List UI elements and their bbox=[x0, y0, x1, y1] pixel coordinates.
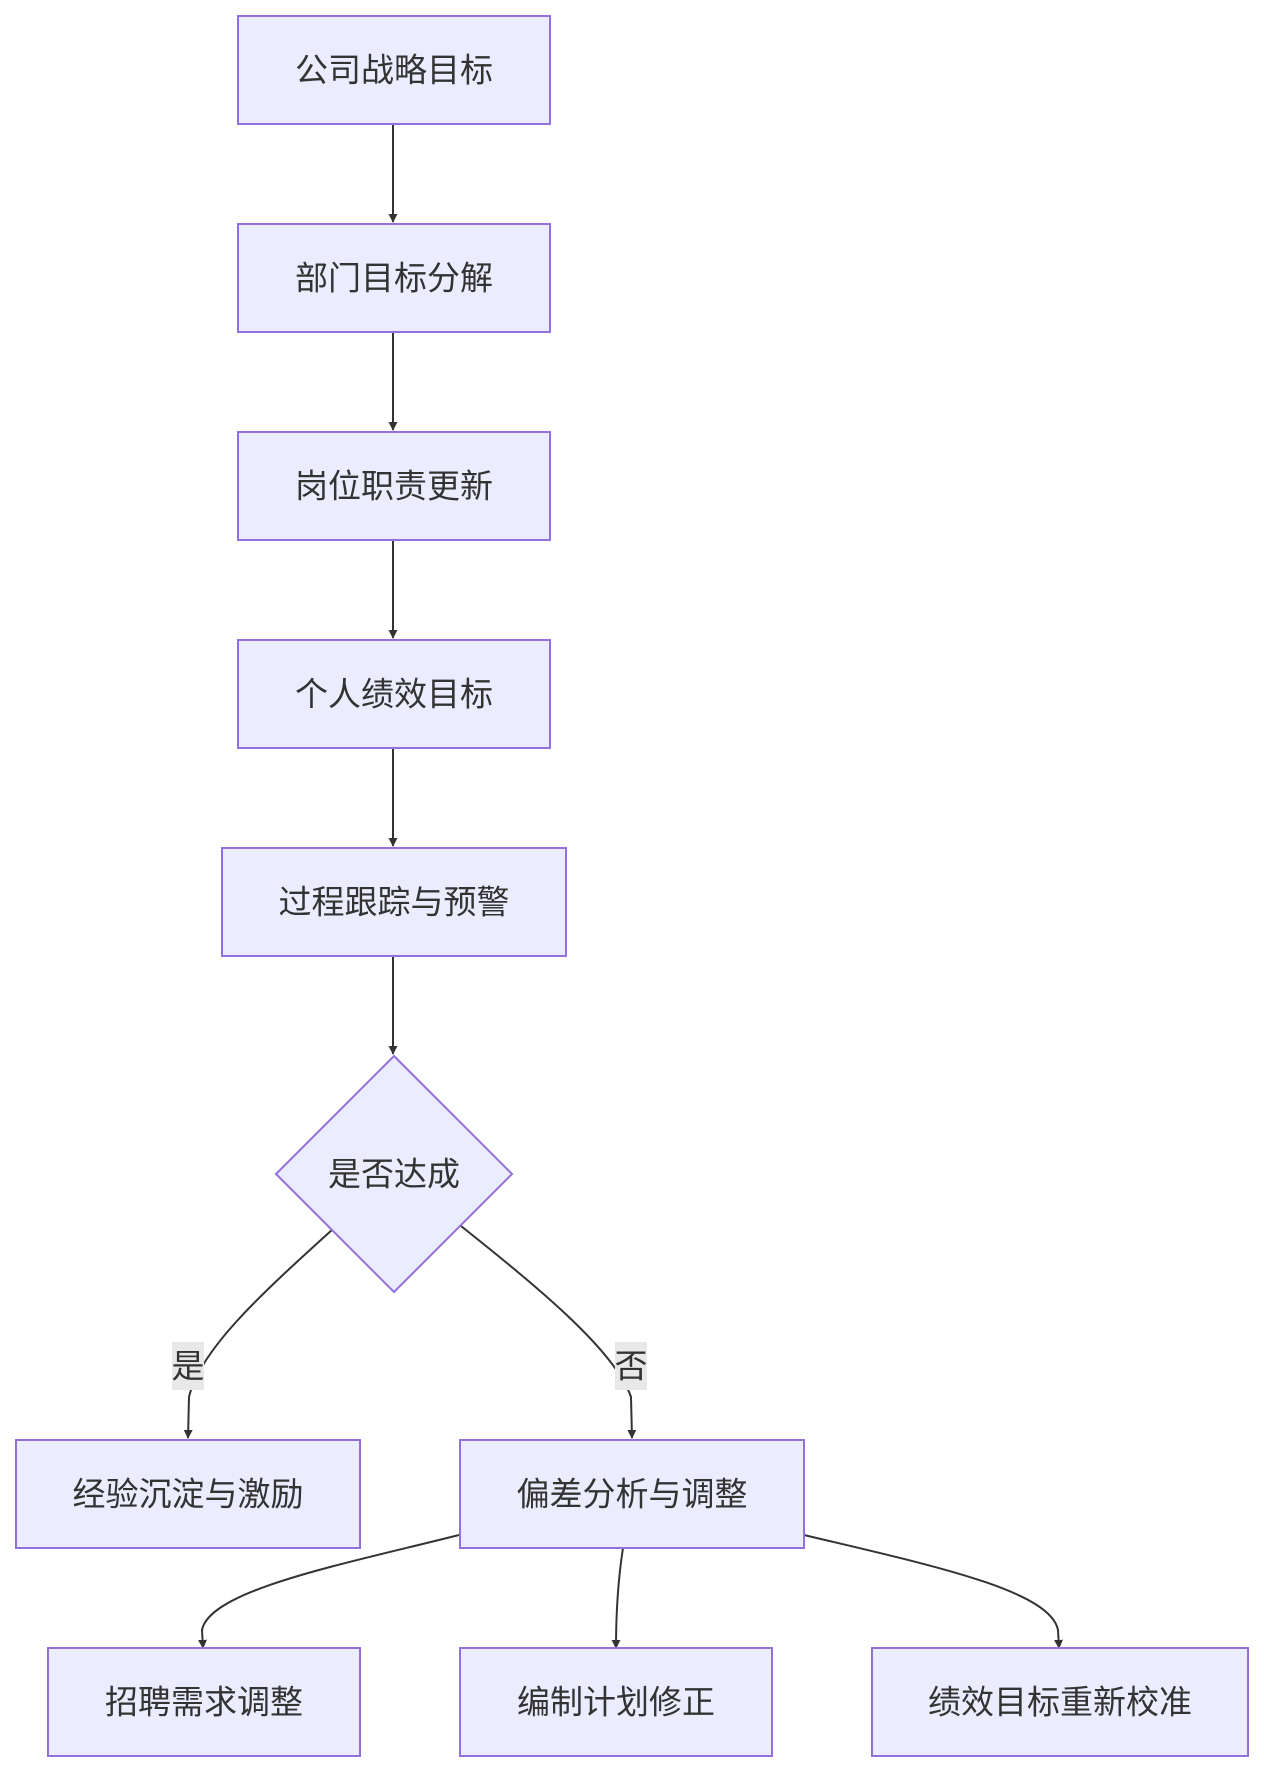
svg-text:个人绩效目标: 个人绩效目标 bbox=[295, 675, 493, 714]
node-decision[interactable]: 是否达成 bbox=[274, 1054, 514, 1294]
edge-label-yes: 是 bbox=[172, 1342, 205, 1390]
node-recruit[interactable]: 招聘需求调整 bbox=[47, 1647, 361, 1757]
edge-deviation-plan bbox=[611, 1547, 624, 1649]
edge-label-no: 否 bbox=[615, 1342, 648, 1390]
node-post[interactable]: 岗位职责更新 bbox=[237, 431, 551, 541]
svg-text:部门目标分解: 部门目标分解 bbox=[295, 259, 493, 298]
svg-text:岗位职责更新: 岗位职责更新 bbox=[295, 467, 493, 506]
svg-text:过程跟踪与预警: 过程跟踪与预警 bbox=[279, 883, 510, 922]
node-tracking[interactable]: 过程跟踪与预警 bbox=[221, 847, 567, 957]
edge-decision-yes bbox=[183, 1228, 334, 1439]
svg-text:是: 是 bbox=[172, 1347, 205, 1386]
node-personal[interactable]: 个人绩效目标 bbox=[237, 639, 551, 749]
node-plan[interactable]: 编制计划修正 bbox=[459, 1647, 773, 1757]
node-experience[interactable]: 经验沉淀与激励 bbox=[15, 1439, 361, 1549]
svg-text:招聘需求调整: 招聘需求调整 bbox=[105, 1683, 303, 1722]
edge-deviation-recalibrate bbox=[803, 1534, 1064, 1649]
svg-text:编制计划修正: 编制计划修正 bbox=[517, 1683, 715, 1722]
svg-text:绩效目标重新校准: 绩效目标重新校准 bbox=[928, 1683, 1192, 1722]
node-recalibrate[interactable]: 绩效目标重新校准 bbox=[871, 1647, 1249, 1757]
svg-text:偏差分析与调整: 偏差分析与调整 bbox=[517, 1475, 748, 1514]
svg-text:公司战略目标: 公司战略目标 bbox=[295, 51, 493, 90]
node-dept[interactable]: 部门目标分解 bbox=[237, 223, 551, 333]
edges bbox=[183, 124, 1064, 1649]
node-deviation[interactable]: 偏差分析与调整 bbox=[459, 1439, 805, 1549]
node-strategy[interactable]: 公司战略目标 bbox=[237, 15, 551, 125]
svg-text:否: 否 bbox=[615, 1347, 648, 1386]
edge-decision-no bbox=[460, 1225, 637, 1439]
svg-text:是否达成: 是否达成 bbox=[328, 1155, 460, 1194]
svg-text:经验沉淀与激励: 经验沉淀与激励 bbox=[73, 1475, 304, 1514]
edge-deviation-recruit bbox=[198, 1534, 460, 1649]
